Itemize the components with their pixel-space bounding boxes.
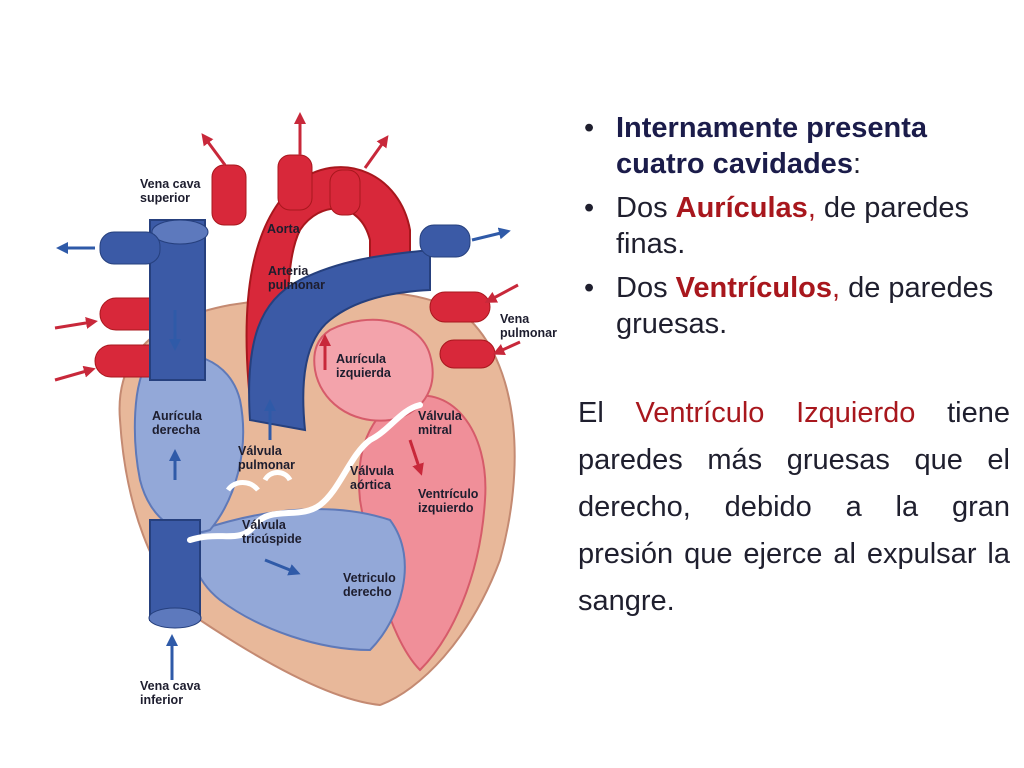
bullet-rest-text: de paredes finas.	[616, 192, 970, 260]
text-panel: • Internamente presenta cuatro cavidades…	[578, 110, 1010, 625]
bullet-pre-text: Dos	[616, 272, 676, 304]
label-aorta: Aorta	[267, 222, 301, 236]
paragraph-term: Ventrículo Izquierdo	[635, 397, 916, 429]
bullet-item-auriculas: • Dos Aurículas, de paredes finas.	[578, 190, 1010, 262]
bullet-rest-text: :	[852, 148, 862, 180]
bullet-comma: ,	[831, 272, 841, 304]
right-atrium	[133, 353, 245, 534]
paragraph-pre-text: El	[578, 397, 636, 429]
bullet-comma: ,	[807, 192, 816, 224]
bullet-dot: •	[584, 272, 595, 304]
bullet-strong-text: Ventrículos	[675, 272, 832, 304]
paragraph-rest-text: tiene paredes más gruesas que el derecho…	[578, 397, 1010, 617]
bullet-dot: •	[584, 192, 595, 224]
vena-cava-inferior	[149, 519, 201, 621]
bullet-item-cavidades: • Internamente presenta cuatro cavidades…	[578, 110, 1010, 182]
bullet-item-ventriculos: • Dos Ventrículos, de paredes gruesas.	[578, 270, 1010, 342]
bullet-list: • Internamente presenta cuatro cavidades…	[578, 110, 1010, 342]
bullet-strong-text: Internamente presenta cuatro cavidades	[616, 112, 928, 180]
bullet-pre-text: Dos	[616, 192, 676, 224]
valve-line	[187, 402, 423, 543]
explanation-paragraph: El Ventrículo Izquierdo tiene paredes má…	[578, 390, 1010, 625]
bullet-dot: •	[584, 112, 595, 144]
bullet-strong-text: Aurículas	[675, 192, 808, 224]
bullet-rest-text: de paredes gruesas.	[616, 272, 994, 340]
